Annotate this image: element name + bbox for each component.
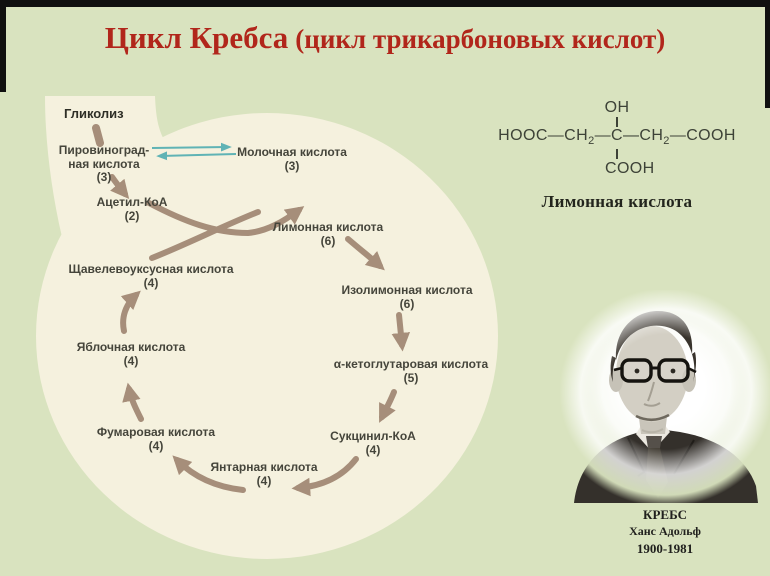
- malic-to-oxaloacetic-arrow: [120, 290, 141, 334]
- krebs-surname: КРЕБС: [643, 507, 687, 522]
- carbon-count: (3): [96, 170, 112, 184]
- carbon-count: (5): [403, 370, 419, 385]
- krebs-portrait: [560, 290, 770, 511]
- formula-bond-top: [616, 117, 618, 127]
- krebs-caption: КРЕБС Ханс Адольф 1900-1981: [595, 506, 735, 557]
- ketoglutaric-to-succinyl-arrow: [379, 389, 397, 423]
- node-label: Янтарная кислота: [210, 460, 318, 474]
- node-label: Изолимонная кислота: [341, 283, 473, 297]
- frame-edge-right: [765, 0, 770, 108]
- node-citric-acid: Лимонная кислота (6): [272, 220, 384, 248]
- pyruvic-to-acetyl-arrow: [109, 174, 130, 200]
- node-label: α-кетоглутаровая кислота: [333, 357, 489, 371]
- carbon-count: (4): [148, 438, 164, 453]
- formula-oh-group: OH: [604, 99, 630, 116]
- node-fumaric-acid: Фумаровая кислота (4): [96, 425, 216, 453]
- node-alpha-ketoglutaric-acid: α-кетоглутаровая кислота (5): [333, 357, 489, 385]
- node-pyruvic-acid: Пировиноград- ная кислота (3): [58, 143, 150, 185]
- node-label: Яблочная кислота: [76, 340, 186, 354]
- page-title: Цикл Кребса(цикл трикарбоновых кислот): [0, 20, 770, 56]
- citric-to-isocitric-arrow: [345, 236, 385, 271]
- succinyl-to-succinic-arrow: [291, 456, 359, 497]
- frame-edge-top: [0, 0, 770, 7]
- page-title-paren: (цикл трикарбоновых кислот): [295, 24, 666, 54]
- carbon-count: (6): [399, 296, 415, 311]
- formula-bond-bottom: [616, 149, 618, 159]
- carbon-count: (4): [143, 275, 159, 290]
- node-malic-acid: Яблочная кислота (4): [76, 340, 186, 368]
- node-label: Молочная кислота: [237, 145, 347, 159]
- node-label: Пировиноград-: [58, 143, 150, 157]
- node-glycolysis: Гликолиз: [64, 106, 124, 121]
- citric-acid-formula: OH HOOC—CH2—C—CH2—COOH COOH Лимонная кис…: [474, 100, 760, 310]
- carbon-count: (4): [365, 442, 381, 457]
- lactic-to-pyruvic-arrow: [156, 151, 237, 161]
- formula-caption: Лимонная кислота: [541, 192, 693, 211]
- succinic-to-fumaric-arrow: [172, 455, 246, 493]
- cycle-circle: [36, 113, 498, 559]
- pyruvic-to-lactic-arrow: [151, 142, 232, 152]
- node-label: Лимонная кислота: [272, 220, 384, 234]
- node-acetyl-coa: Ацетил-КоА (2): [96, 195, 168, 223]
- node-label: Щавелевоуксусная кислота: [68, 262, 234, 276]
- carbon-count: (3): [284, 158, 300, 173]
- node-label: Фумаровая кислота: [96, 425, 216, 439]
- krebs-years: 1900-1981: [636, 541, 694, 556]
- fumaric-to-malic-arrow: [122, 382, 144, 422]
- krebs-given-names: Ханс Адольф: [629, 524, 701, 538]
- node-succinic-acid: Янтарная кислота (4): [210, 460, 318, 488]
- page-title-main: Цикл Кребса: [104, 20, 289, 55]
- isocitric-to-ketoglutaric-arrow: [391, 312, 411, 352]
- glycolysis-to-pyruvic-arrow: [92, 124, 104, 147]
- frame-edge-left: [0, 0, 6, 92]
- node-label: Сукцинил-КоА: [330, 429, 416, 443]
- acetyl-to-citric-arrow: [146, 200, 305, 237]
- portrait-vignette: [560, 290, 770, 511]
- carbon-count: (2): [124, 208, 140, 223]
- node-isocitric-acid: Изолимонная кислота (6): [341, 283, 473, 311]
- node-lactic-acid: Молочная кислота (3): [237, 145, 347, 173]
- carbon-count: (6): [320, 233, 336, 248]
- carbon-count: (4): [256, 473, 272, 488]
- node-succinyl-coa: Сукцинил-КоА (4): [330, 429, 416, 457]
- carbon-count: (4): [123, 353, 139, 368]
- formula-main-chain: HOOC—CH2—C—CH2—COOH: [498, 127, 736, 148]
- oxaloacetic-to-citric-arrow: [149, 209, 261, 261]
- glycolysis-blob: [45, 96, 177, 237]
- node-label: Ацетил-КоА: [96, 195, 168, 209]
- node-oxaloacetic-acid: Щавелевоуксусная кислота (4): [68, 262, 234, 290]
- formula-cooh-group: COOH: [605, 160, 655, 177]
- node-label: ная кислота: [68, 156, 140, 171]
